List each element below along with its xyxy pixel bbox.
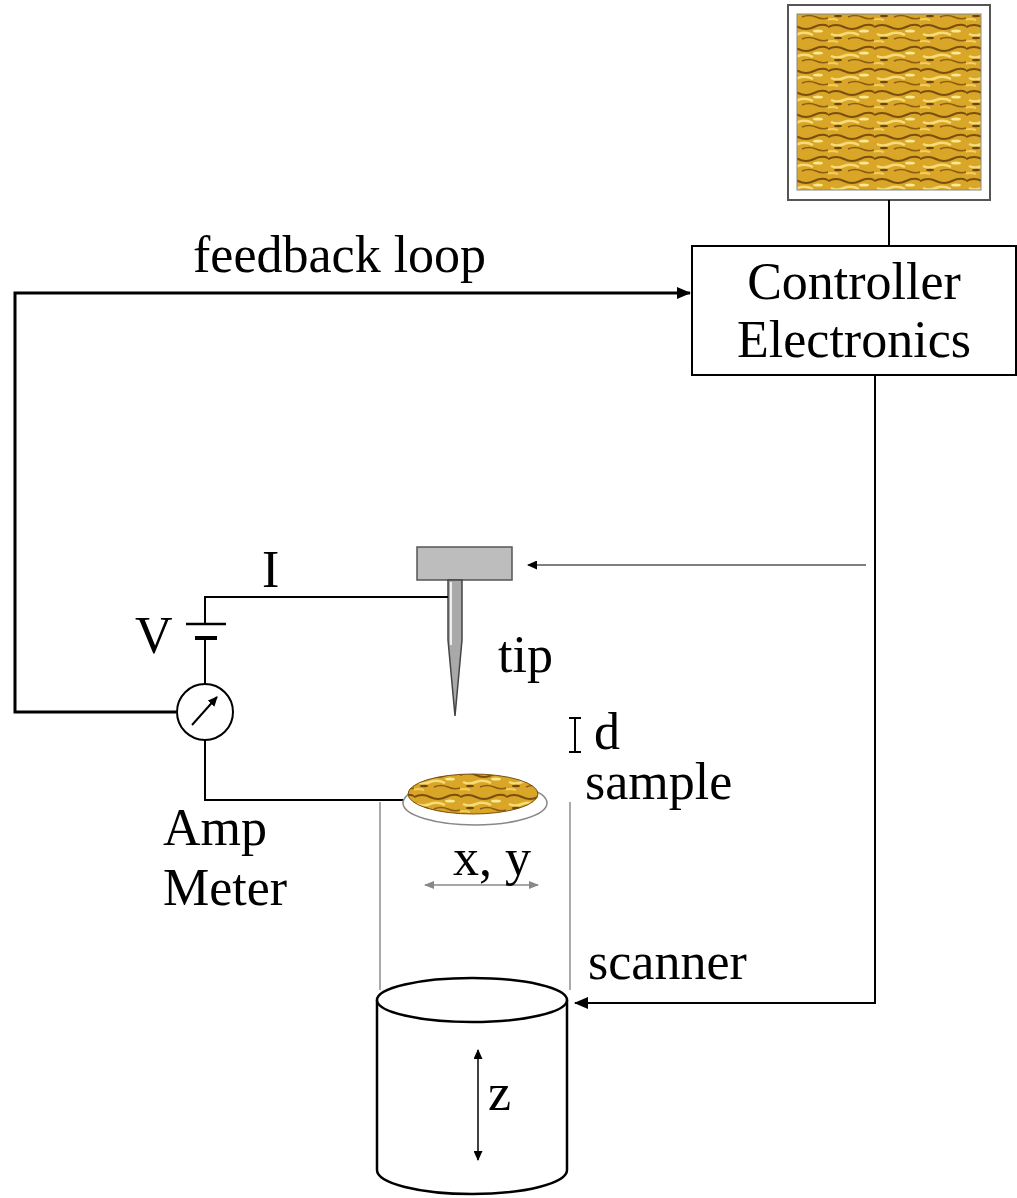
meter-label: Amp Meter: [163, 798, 303, 918]
tip-symbol: [417, 547, 512, 716]
gap-label: d: [594, 702, 620, 762]
box-text: Controller Electronics: [703, 253, 1005, 367]
monitor: [788, 5, 990, 245]
axis-label: z: [488, 1063, 511, 1123]
current-label: I: [262, 540, 279, 600]
feedback-wire: [15, 293, 690, 712]
control-wires: [528, 361, 875, 1003]
voltage-label: V: [135, 606, 173, 666]
scanner-label: scanner: [588, 932, 747, 992]
sample-label: sample: [585, 752, 732, 812]
controller-box: Controller Electronics: [691, 245, 1017, 376]
scanner-tube: [380, 774, 570, 990]
tip-label: tip: [498, 625, 553, 685]
circuit: [177, 597, 448, 800]
scanner-cylinder: [377, 978, 567, 1194]
gap-marker: [569, 718, 581, 752]
loop-label: feedback loop: [193, 225, 486, 285]
axis-label: x, y: [453, 828, 531, 888]
